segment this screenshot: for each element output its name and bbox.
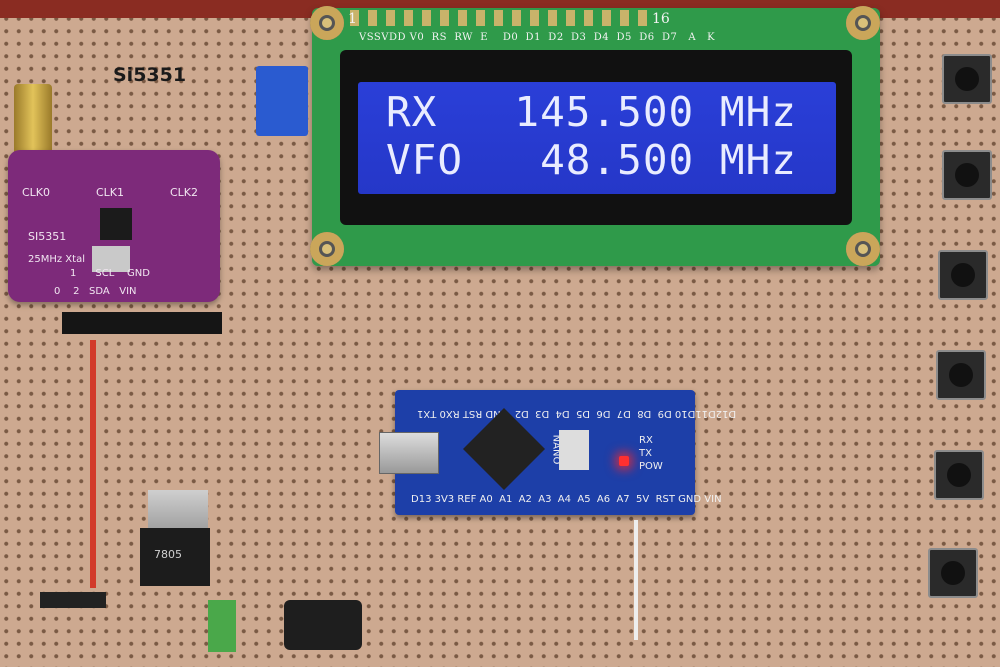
reset-button (559, 430, 589, 470)
mount-hole (310, 232, 344, 266)
push-button (936, 350, 986, 400)
lcd-line-vfo: VFO 48.500 MHz (386, 136, 797, 184)
mount-hole (846, 232, 880, 266)
lcd-bezel: RX 145.500 MHz VFO 48.500 MHz (340, 50, 852, 225)
clk2-label: CLK2 (170, 186, 199, 199)
mount-hole (310, 6, 344, 40)
pin-labels-bottom: 0 2 SDA VIN (54, 286, 137, 297)
regulator-tab (148, 490, 208, 535)
diode (40, 592, 106, 608)
nano-bottom-pin-labels: D13 3V3 REF A0 A1 A2 A3 A4 A5 A6 A7 5V R… (411, 494, 722, 505)
pin-number-last: 16 (652, 11, 670, 27)
power-led (619, 456, 629, 466)
pin-labels-top: 1 SCL GND (70, 268, 150, 279)
mount-hole (846, 6, 880, 40)
push-button (928, 548, 978, 598)
lcd-screen: RX 145.500 MHz VFO 48.500 MHz (358, 82, 836, 194)
mini-usb-port (379, 432, 439, 474)
push-button (938, 250, 988, 300)
lcd-pin-labels: VSSVDD V0 RS RW E D0 D1 D2 D3 D4 D5 D6 D… (359, 32, 716, 43)
push-button (942, 150, 992, 200)
chip-label: SI5351 (28, 230, 67, 243)
clk1-label: CLK1 (96, 186, 125, 199)
si5351-caption: Si5351 (113, 64, 187, 86)
pin-header-strip (62, 312, 222, 334)
nano-led-labels: RX TX POW (639, 435, 663, 472)
green-capacitor (208, 600, 236, 652)
voltage-regulator: 7805 (140, 490, 210, 602)
red-wire (90, 340, 96, 588)
clk0-label: CLK0 (22, 186, 51, 199)
arduino-nano: D12D11D10 D9 D8 D7 D6 D5 D4 D3 D2 GND RS… (379, 390, 736, 515)
crystal (92, 246, 130, 272)
white-wire (634, 520, 638, 640)
regulator-body: 7805 (140, 528, 210, 586)
si5351-chip (100, 208, 132, 240)
lcd-module: 1 16 VSSVDD V0 RS RW E D0 D1 D2 D3 D4 D5… (310, 6, 880, 266)
si5351-board: CLK0 CLK1 CLK2 SI5351 25MHz Xtal 1 SCL G… (8, 150, 220, 302)
trimmer-potentiometer (256, 66, 308, 136)
lcd-pin-header (350, 10, 650, 26)
nano-top-pin-labels: D12D11D10 D9 D8 D7 D6 D5 D4 D3 D2 GND RS… (417, 408, 737, 419)
pin-number-first: 1 (348, 11, 357, 27)
push-button (934, 450, 984, 500)
regulator-marking: 7805 (154, 548, 182, 561)
xtal-label: 25MHz Xtal (28, 254, 85, 265)
electrolytic-capacitor (284, 600, 362, 650)
microcontroller (462, 407, 546, 491)
push-button (942, 54, 992, 104)
lcd-line-rx: RX 145.500 MHz (386, 88, 797, 136)
